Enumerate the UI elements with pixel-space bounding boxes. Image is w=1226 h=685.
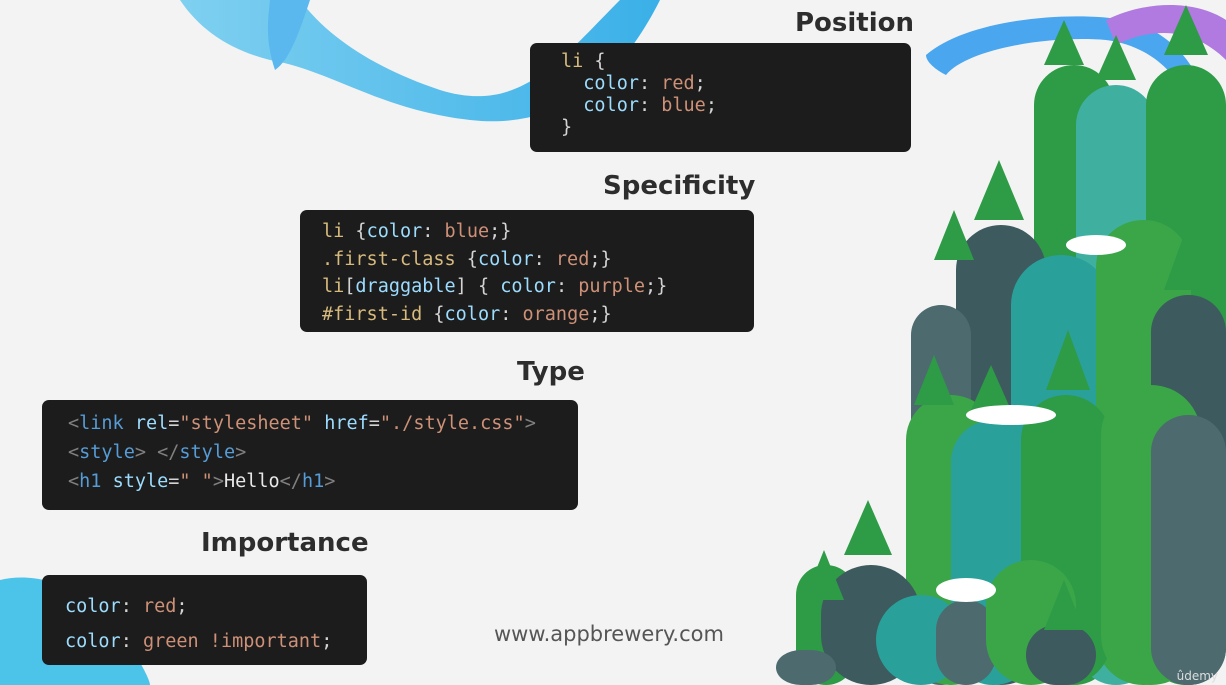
code-token: draggable <box>355 276 456 297</box>
code-token: color <box>366 221 423 242</box>
code-token: < <box>68 442 80 463</box>
type-code-block: <link rel="stylesheet" href="./style.css… <box>42 400 578 510</box>
code-token: ; <box>321 631 333 652</box>
code-token: "./style.css" <box>379 413 525 434</box>
code-line: color: red; <box>65 589 367 624</box>
code-line: <style> </style> <box>68 438 578 467</box>
code-line: <h1 style=" ">Hello</h1> <box>68 467 578 496</box>
code-token: href <box>324 413 369 434</box>
code-token: : <box>422 221 445 242</box>
code-token: .first-class <box>322 248 467 270</box>
importance-code-block: color: red;color: green !important; <box>42 575 367 665</box>
code-token: color <box>561 73 639 94</box>
code-line: color: green !important; <box>65 624 367 659</box>
code-token: red <box>555 248 590 270</box>
code-token: color <box>65 631 121 652</box>
code-token: = <box>168 471 180 492</box>
code-token: link <box>79 413 135 434</box>
code-token: "stylesheet" <box>179 413 325 434</box>
code-token: green !important <box>142 631 322 652</box>
code-token: : <box>638 73 662 94</box>
code-token: " " <box>179 471 213 492</box>
code-token: ;} <box>645 276 668 297</box>
code-token: > <box>524 413 536 434</box>
code-line: .first-class {color: red;} <box>322 246 754 274</box>
code-line: <link rel="stylesheet" href="./style.css… <box>68 409 578 438</box>
udemy-watermark: ûdemy <box>1176 669 1218 683</box>
type-title: Type <box>517 357 585 387</box>
code-token: red <box>661 73 695 94</box>
code-token: : <box>120 596 143 617</box>
specificity-code-block: li {color: blue;}.first-class {color: re… <box>300 210 754 332</box>
waterfall-illustration <box>776 5 1226 685</box>
code-token: red <box>142 596 177 617</box>
code-token: style <box>179 442 236 463</box>
code-token: : <box>120 631 143 652</box>
code-token: color <box>65 596 121 617</box>
code-token: { <box>433 303 445 325</box>
code-token: [ <box>344 276 356 297</box>
code-token: { <box>594 51 606 72</box>
code-token: = <box>368 413 380 434</box>
importance-title: Importance <box>201 528 369 558</box>
code-token: Hello <box>223 471 280 492</box>
code-token: > <box>212 471 224 492</box>
code-token: ; <box>694 73 706 94</box>
code-token: h1 <box>301 471 325 492</box>
position-code-block: li { color: red; color: blue;} <box>530 43 911 152</box>
code-token: > <box>324 471 336 492</box>
code-token: li <box>561 51 595 72</box>
code-token: blue <box>444 221 490 242</box>
code-token: : <box>533 248 556 270</box>
code-token: color <box>500 276 556 297</box>
code-token: rel <box>134 413 169 434</box>
code-token: color <box>561 95 639 116</box>
code-line: color: blue; <box>561 95 911 117</box>
code-token: ;} <box>489 221 512 242</box>
code-token: : <box>500 303 523 325</box>
code-token: = <box>168 413 180 434</box>
code-token: { <box>355 221 367 242</box>
code-token: li <box>322 221 356 242</box>
code-token: < <box>68 413 80 434</box>
code-line: li[draggable] { color: purple;} <box>322 273 754 301</box>
code-token: ] { <box>455 276 501 297</box>
code-token: orange <box>522 303 590 325</box>
code-token: > </ <box>134 442 180 463</box>
code-token: ;} <box>589 248 612 270</box>
code-token: h1 <box>79 471 113 492</box>
code-token: } <box>561 117 573 138</box>
code-token: color <box>444 303 501 325</box>
position-title: Position <box>795 8 915 38</box>
code-token: blue <box>661 95 706 116</box>
code-line: li {color: blue;} <box>322 218 754 246</box>
code-token: < <box>68 471 80 492</box>
specificity-title: Specificity <box>603 171 756 201</box>
code-token: > <box>235 442 247 463</box>
code-token: #first-id <box>322 303 434 325</box>
code-token: style <box>79 442 135 463</box>
code-token: ;} <box>589 303 612 325</box>
code-token: ; <box>705 95 717 116</box>
code-line: color: red; <box>561 73 911 95</box>
code-token: style <box>112 471 169 492</box>
code-token: { <box>466 248 478 270</box>
website-url: www.appbrewery.com <box>494 622 724 646</box>
code-token: : <box>638 95 662 116</box>
code-token: ; <box>176 596 188 617</box>
code-line: li { <box>561 51 911 73</box>
code-token: </ <box>279 471 302 492</box>
code-line: } <box>561 117 911 139</box>
code-token: li <box>322 276 345 297</box>
code-token: color <box>477 248 534 270</box>
code-line: #first-id {color: orange;} <box>322 301 754 329</box>
code-token: purple <box>578 276 646 297</box>
code-token: : <box>555 276 579 297</box>
